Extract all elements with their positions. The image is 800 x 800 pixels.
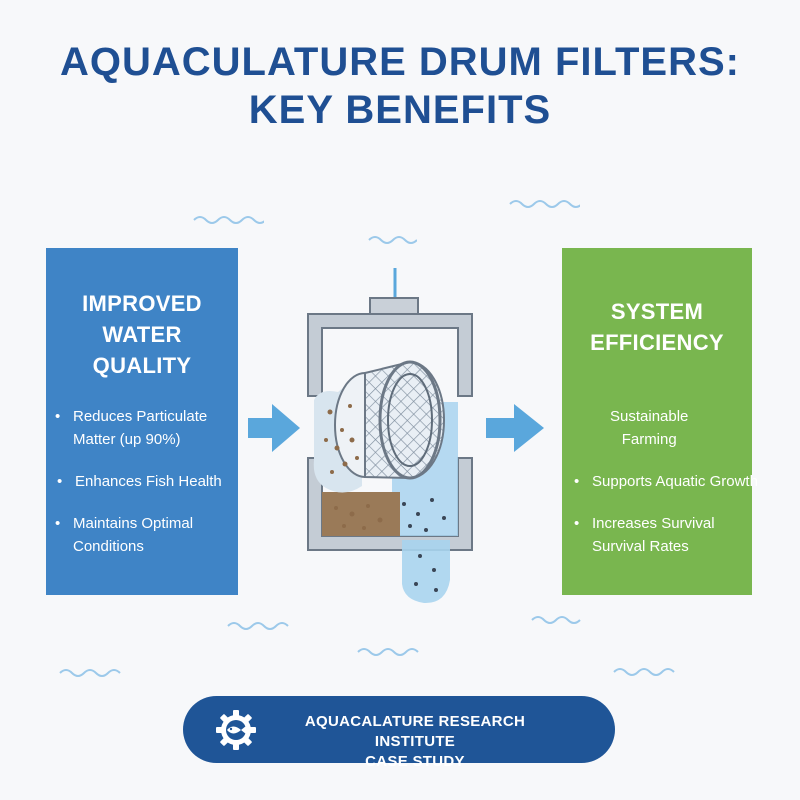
- heading-line: SYSTEM: [610, 299, 704, 324]
- item-text: Survival Rates: [592, 538, 689, 555]
- bullet-icon: •: [55, 408, 61, 425]
- water-quality-panel: IMPROVED WATER QUALITY • Reduces Particu…: [46, 248, 238, 595]
- badge-line-2: CASE STUDY: [365, 753, 465, 770]
- item-text: Sustainable: [610, 408, 689, 425]
- wave-icon: [357, 648, 419, 656]
- wave-icon: [613, 668, 675, 676]
- fine-particles: [402, 498, 446, 592]
- particles: [324, 404, 383, 530]
- wave-icon: [59, 669, 121, 677]
- institute-badge: AQUACALATURE RESEARCH INSTITUTE CASE STU…: [183, 696, 615, 770]
- heading-line: IMPROVED: [82, 291, 202, 316]
- outflow-stream: [402, 540, 450, 604]
- title-line-1: AQUACULATURE DRUM FILTERS:: [59, 40, 740, 84]
- bullet-icon: •: [57, 473, 63, 490]
- item-text: Enhances Fish Health: [75, 473, 222, 490]
- page-title: AQUACULATURE DRUM FILTERS: KEY BENEFITS: [0, 38, 800, 134]
- list-item: • Maintains Optimal Conditions: [55, 512, 194, 558]
- top-connector: [369, 297, 419, 315]
- item-text: Increases Survival: [592, 515, 715, 532]
- item-text: Conditions: [73, 538, 144, 555]
- sediment-layer: [322, 492, 400, 536]
- gear-fish-icon: [216, 710, 256, 750]
- item-text: Reduces Particulate: [73, 408, 208, 425]
- list-item: • Supports Aquatic Growth: [574, 470, 758, 493]
- item-text: Matter (up 90%): [73, 431, 181, 448]
- wave-icon: [227, 622, 289, 630]
- drum-end-right: [378, 360, 442, 480]
- wave-icon: [531, 616, 581, 624]
- item-text: Supports Aquatic Growth: [592, 473, 758, 490]
- wave-icon: [368, 236, 417, 244]
- housing-top: [307, 313, 473, 397]
- badge-line-1: AQUACALATURE RESEARCH INSTITUTE: [304, 713, 526, 750]
- panel-heading: SYSTEM EFFICIENCY: [562, 296, 752, 358]
- item-text: Maintains Optimal: [73, 515, 194, 532]
- outflow-arrow-icon: [486, 404, 544, 452]
- heading-line: QUALITY: [92, 353, 192, 378]
- wave-icon: [193, 216, 264, 224]
- panel-heading: IMPROVED WATER QUALITY: [46, 288, 238, 381]
- list-item: Sustainable Farming: [610, 405, 688, 451]
- inflow-arrow-icon: [248, 404, 300, 452]
- list-item: • Enhances Fish Health: [57, 470, 222, 493]
- heading-line: WATER: [102, 322, 182, 347]
- badge-text: AQUACALATURE RESEARCH INSTITUTE CASE STU…: [275, 712, 555, 772]
- bullet-icon: •: [55, 515, 61, 532]
- wave-icon: [509, 200, 580, 208]
- list-item: • Increases Survival Survival Rates: [574, 512, 715, 558]
- system-efficiency-panel: SYSTEM EFFICIENCY Sustainable Farming • …: [562, 248, 758, 595]
- item-text: Farming: [621, 431, 677, 448]
- list-item: • Reduces Particulate Matter (up 90%): [55, 405, 208, 451]
- heading-line: EFFICIENCY: [590, 330, 724, 355]
- title-line-2: KEY BENEFITS: [248, 88, 552, 132]
- bullet-icon: •: [574, 473, 580, 490]
- bullet-icon: •: [574, 515, 580, 532]
